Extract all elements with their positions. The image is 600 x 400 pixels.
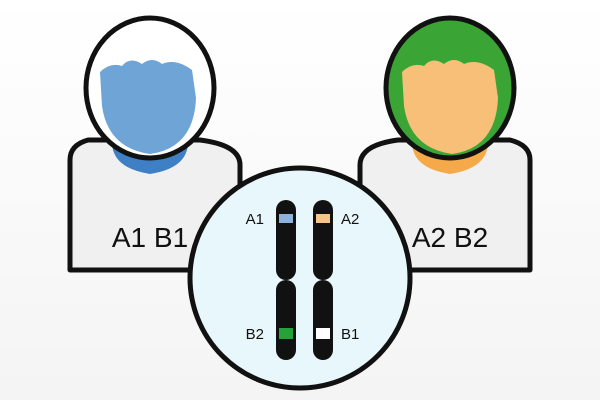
chromosome-right-bottom-label: B1 <box>341 326 359 343</box>
chromosome-left-bottom-label: B2 <box>246 326 264 343</box>
chromosome-right-upper-arm <box>313 200 333 280</box>
chromosome-right-lower-arm <box>313 280 333 360</box>
chromosome-right <box>313 200 333 360</box>
person-right-face <box>402 60 498 154</box>
chromosome-circle <box>187 165 413 391</box>
chromosome-right-bottom-band <box>316 328 330 339</box>
chromosome-panel: A1 A2 B2 B1 <box>187 165 413 391</box>
chromosome-left-top-label: A1 <box>246 211 264 228</box>
chromosome-left <box>276 200 296 360</box>
chromosome-right-top-band <box>316 214 330 223</box>
person-left-label: A1 B1 <box>112 222 188 253</box>
chromosome-left-top-band <box>279 214 293 223</box>
chromosome-left-bottom-band <box>279 328 293 339</box>
person-left: A1 B1 <box>67 15 243 273</box>
chromosome-left-upper-arm <box>276 200 296 280</box>
person-left-face <box>100 60 196 154</box>
chromosome-right-top-label: A2 <box>341 211 359 228</box>
person-right-label: A2 B2 <box>412 222 488 253</box>
chromosome-left-lower-arm <box>276 280 296 360</box>
